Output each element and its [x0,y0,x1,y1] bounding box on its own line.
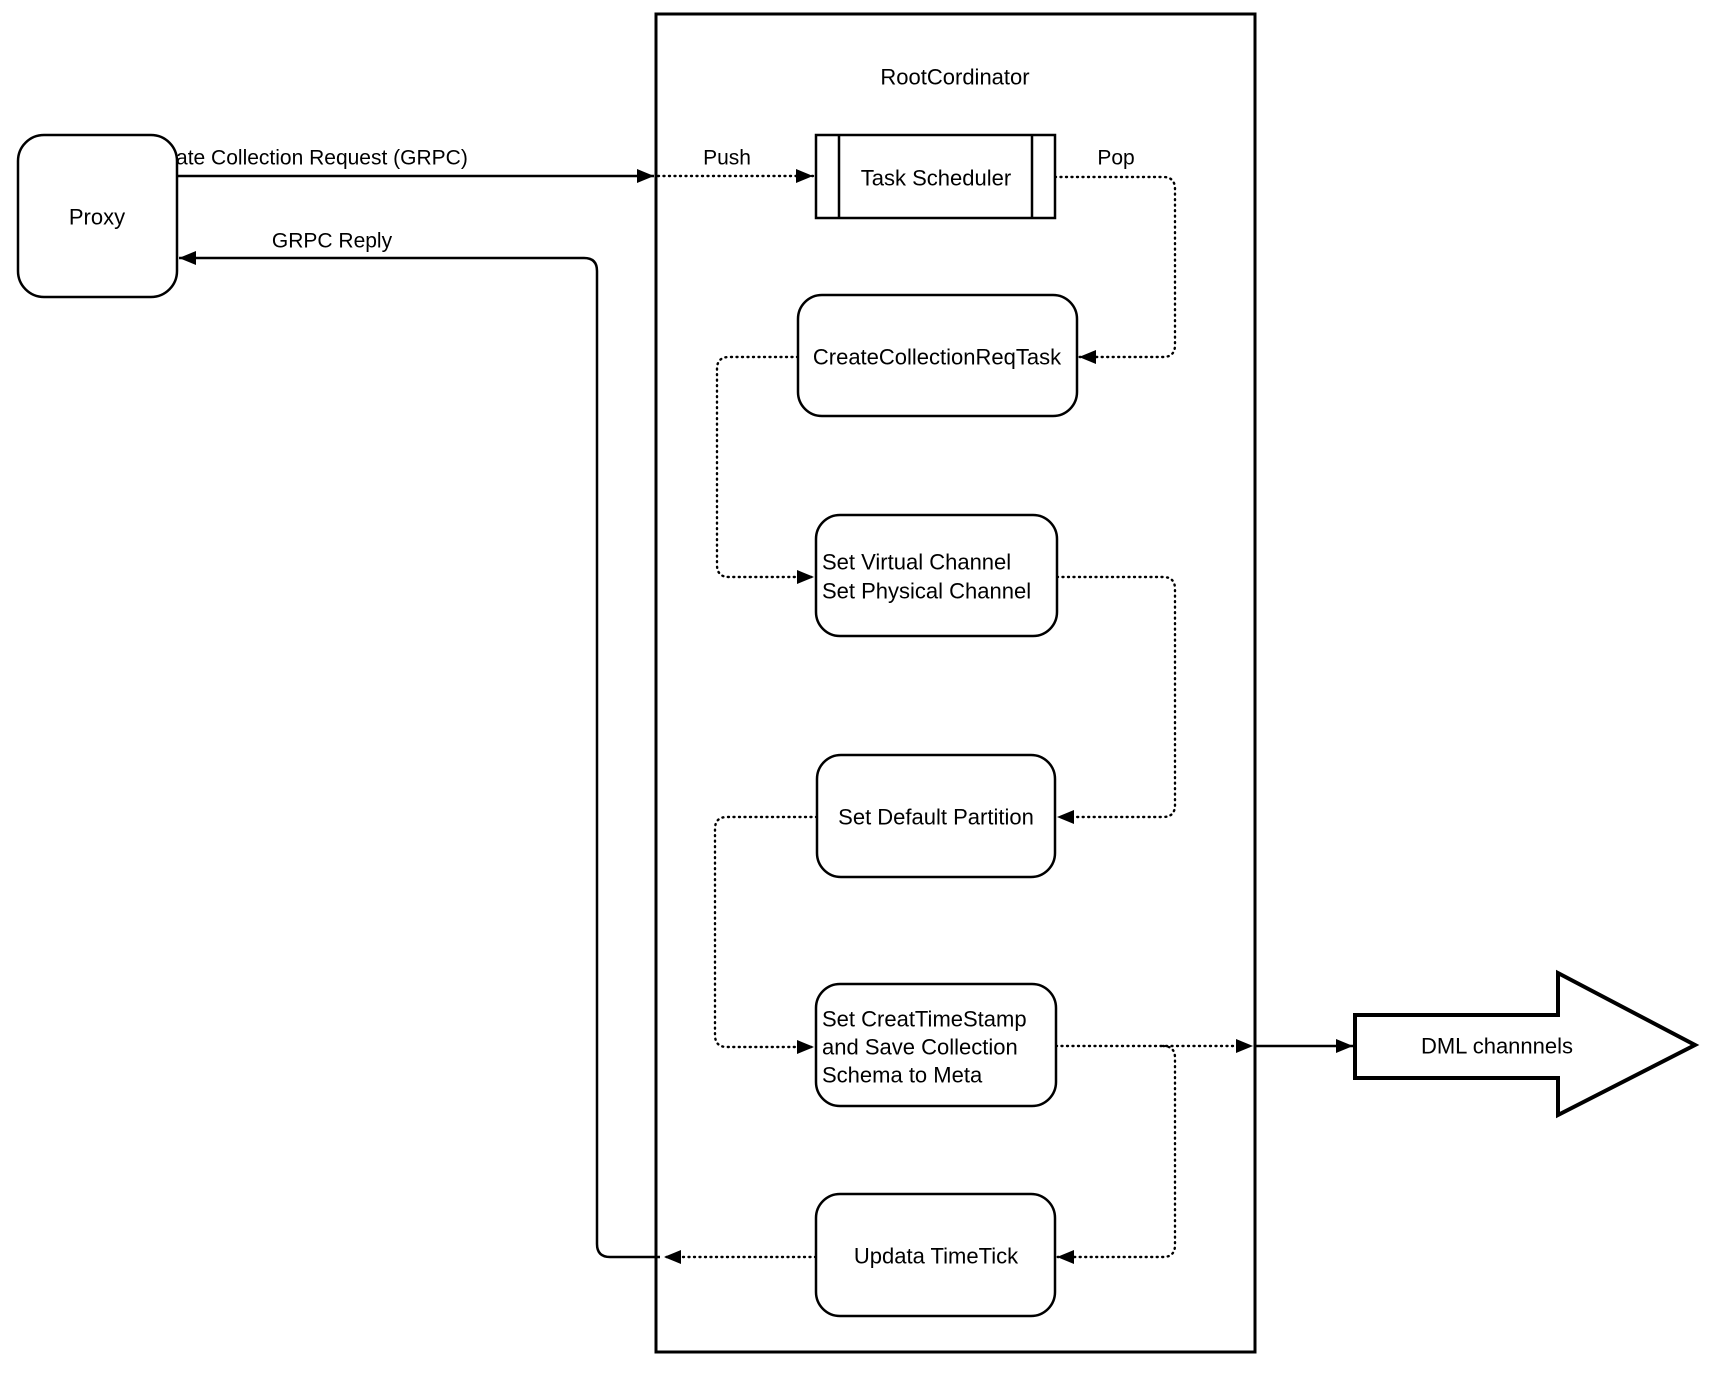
task-scheduler-box [814,133,1057,220]
set-default-partition-node: Set Default Partition [815,753,1057,879]
task-scheduler-label: Task Scheduler [861,166,1011,191]
root-coordinator-title: RootCordinator [880,65,1029,90]
set-virtual-channel-node: Set Virtual Channel Set Physical Channel [814,513,1059,638]
task-scheduler-node: Task Scheduler [814,133,1057,220]
edge-grpc-reply [179,251,660,1259]
set-creat-timestamp-line2: and Save Collection [822,1035,1018,1060]
updata-timetick-node: Updata TimeTick [814,1192,1057,1318]
set-virtual-channel-line1: Set Virtual Channel [822,550,1011,575]
edge-set-channel-to-default-partition [1055,575,1177,824]
set-virtual-channel-line2: Set Physical Channel [822,579,1031,604]
set-virtual-channel-box [814,513,1059,638]
proxy-box [16,133,179,299]
edge-pop [1053,175,1177,364]
root-coordinator-border [654,12,1257,1354]
label-create-collection-request: Create Collection Request (GRPC) [142,147,468,170]
dml-channels-arrow-shape [1353,969,1700,1119]
set-default-partition-label: Set Default Partition [838,805,1034,830]
updata-timetick-label: Updata TimeTick [854,1244,1019,1269]
updata-timetick-box [814,1192,1057,1318]
set-creat-timestamp-line1: Set CreatTimeStamp [822,1007,1027,1032]
label-push: Push [703,147,751,170]
create-collection-req-task-label: CreateCollectionReqTask [813,345,1062,370]
set-creat-timestamp-line3: Schema to Meta [822,1063,983,1088]
dml-channels-node: DML channnels [1353,969,1700,1119]
proxy-label: Proxy [69,205,125,230]
set-default-partition-box [815,753,1057,879]
set-creat-timestamp-box [814,982,1058,1108]
edge-timestamp-to-updata-timetick [1055,1044,1177,1264]
dml-channels-label: DML channnels [1421,1034,1573,1059]
edge-reqtask-to-set-channel [715,355,816,584]
root-coordinator-container: RootCordinator [654,12,1257,1354]
label-grpc-reply: GRPC Reply [272,230,393,253]
set-creat-timestamp-node: Set CreatTimeStamp and Save Collection S… [814,982,1058,1108]
proxy-node: Proxy [16,133,179,299]
label-pop: Pop [1097,147,1134,170]
create-collection-req-task-box [796,293,1079,418]
create-collection-req-task-node: CreateCollectionReqTask [796,293,1079,418]
edge-default-partition-to-timestamp [713,815,819,1054]
